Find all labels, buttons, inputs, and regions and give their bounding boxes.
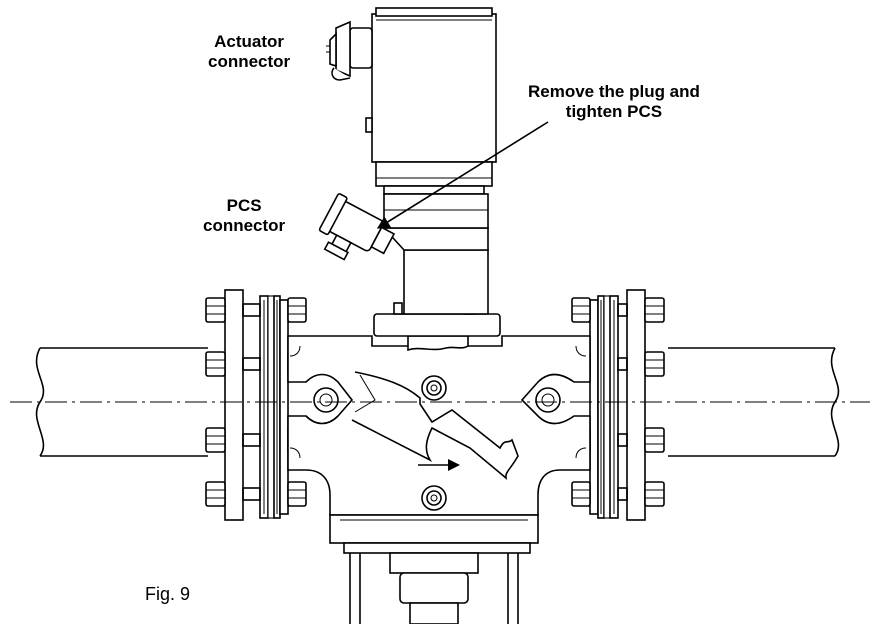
remove-plug-label: Remove the plug and tighten PCS xyxy=(528,82,700,122)
remove-plug-label-line2: tighten PCS xyxy=(565,102,663,121)
actuator-connector-label-line2: connector xyxy=(208,52,291,71)
pcs-connector-label-line1: PCS xyxy=(226,196,262,215)
actuator-connector-label-line1: Actuator xyxy=(214,32,285,51)
figure-caption: Fig. 9 xyxy=(145,584,191,604)
lower-yoke xyxy=(329,514,539,624)
pcs-leader-arrow xyxy=(376,121,549,229)
bonnet xyxy=(373,227,501,352)
left-flange-pack xyxy=(224,289,289,521)
pcs-connector-label: PCS connector xyxy=(203,196,285,236)
pcs-connector xyxy=(318,193,396,261)
right-flange-pack xyxy=(589,289,646,521)
actuator xyxy=(326,7,497,229)
actuator-connector-label: Actuator connector xyxy=(208,32,290,72)
remove-plug-label-line1: Remove the plug and xyxy=(528,82,700,101)
pcs-connector-label-line2: connector xyxy=(203,216,286,235)
valve-body xyxy=(287,335,591,516)
